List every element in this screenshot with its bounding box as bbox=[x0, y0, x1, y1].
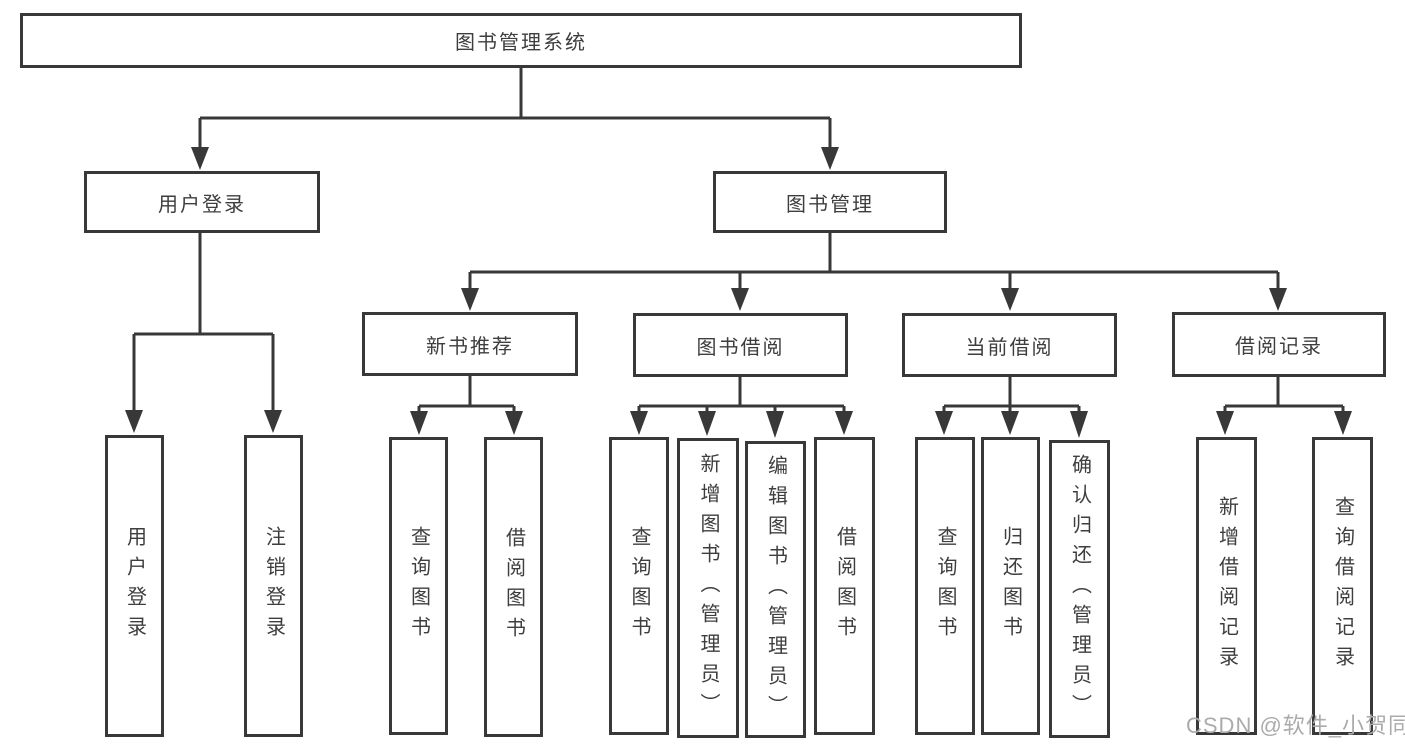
connector-user-login bbox=[125, 233, 282, 433]
leaf-borrow-books: 借阅图书 bbox=[814, 437, 875, 735]
leaf-borrow-books-recommend: 借阅图书 bbox=[484, 437, 543, 737]
connector-current-borrow bbox=[935, 377, 1088, 438]
node-current-borrow: 当前借阅 bbox=[902, 313, 1117, 377]
node-user-login: 用户登录 bbox=[84, 171, 320, 233]
leaf-query-borrow-record: 查询借阅记录 bbox=[1312, 437, 1373, 735]
leaf-add-book-admin: 新增图书（管理员） bbox=[677, 438, 739, 738]
arrow-down-icon bbox=[1334, 411, 1352, 435]
arrow-down-icon bbox=[125, 410, 143, 433]
arrow-down-icon bbox=[410, 411, 428, 435]
arrow-down-icon bbox=[461, 288, 479, 311]
arrow-down-icon bbox=[698, 411, 716, 436]
node-borrow-records: 借阅记录 bbox=[1172, 312, 1386, 377]
connector-book-management bbox=[461, 233, 1287, 311]
node-book-management: 图书管理 bbox=[713, 171, 947, 233]
arrow-down-icon bbox=[835, 411, 853, 435]
arrow-down-icon bbox=[1269, 288, 1287, 311]
leaf-confirm-return-admin: 确认归还（管理员） bbox=[1049, 440, 1110, 738]
arrow-down-icon bbox=[191, 147, 209, 170]
leaf-query-books-current: 查询图书 bbox=[915, 437, 975, 735]
node-root: 图书管理系统 bbox=[20, 13, 1022, 68]
leaf-logout: 注销登录 bbox=[244, 435, 303, 737]
arrow-down-icon bbox=[1001, 288, 1019, 311]
csdn-watermark: CSDN @软件_小贺同学 bbox=[1186, 713, 1405, 738]
connector-borrow-records bbox=[1216, 376, 1352, 435]
leaf-add-borrow-record: 新增借阅记录 bbox=[1196, 437, 1257, 735]
leaf-user-login: 用户登录 bbox=[105, 435, 164, 737]
arrow-down-icon bbox=[1070, 411, 1088, 438]
arrow-down-icon bbox=[935, 411, 953, 435]
node-book-borrow: 图书借阅 bbox=[633, 313, 848, 377]
node-new-book-recommend: 新书推荐 bbox=[362, 312, 578, 376]
leaf-return-book: 归还图书 bbox=[981, 437, 1040, 735]
arrow-down-icon bbox=[1001, 411, 1019, 435]
arrow-down-icon bbox=[731, 288, 749, 311]
arrow-down-icon bbox=[766, 411, 784, 438]
leaf-query-books-recommend: 查询图书 bbox=[389, 437, 448, 735]
connector-book-borrow bbox=[630, 377, 853, 438]
arrow-down-icon bbox=[821, 147, 839, 170]
arrow-down-icon bbox=[505, 411, 523, 435]
arrow-down-icon bbox=[630, 411, 648, 435]
connector-new-book-recommend bbox=[410, 376, 523, 435]
arrow-down-icon bbox=[1216, 411, 1234, 435]
leaf-query-books-borrow: 查询图书 bbox=[609, 437, 669, 735]
connector-root-to-level1 bbox=[191, 67, 839, 170]
leaf-edit-book-admin: 编辑图书（管理员） bbox=[745, 441, 806, 738]
arrow-down-icon bbox=[264, 410, 282, 433]
